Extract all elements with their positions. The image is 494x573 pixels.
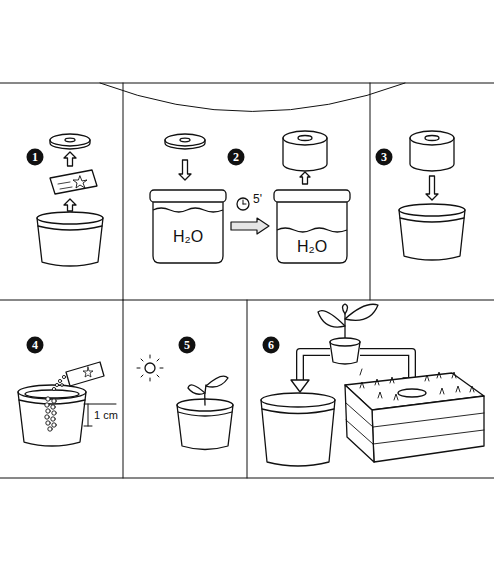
step-number: 1 — [26, 148, 44, 166]
time-label: 5' — [253, 192, 262, 206]
callout-number: 1 — [32, 151, 38, 163]
water-tub: H₂O — [272, 186, 352, 266]
tub-label: H₂O — [272, 238, 352, 256]
callout-number: 3 — [381, 151, 387, 163]
tub-outline — [148, 186, 228, 266]
step-number: 6 — [262, 336, 280, 354]
callout-number: 6 — [268, 339, 274, 351]
callout-number: 5 — [184, 339, 190, 351]
dimension-label: 1 cm — [94, 409, 118, 421]
step-number: 3 — [375, 148, 393, 166]
callout-number: 2 — [233, 151, 239, 163]
block-arrow — [231, 218, 269, 234]
callout-number: 4 — [32, 339, 38, 351]
step-number: 4 — [26, 336, 44, 354]
water-tub: H₂O — [148, 186, 228, 266]
step-number: 2 — [227, 148, 245, 166]
step-number: 5 — [178, 336, 196, 354]
tub-label: H₂O — [148, 228, 228, 246]
